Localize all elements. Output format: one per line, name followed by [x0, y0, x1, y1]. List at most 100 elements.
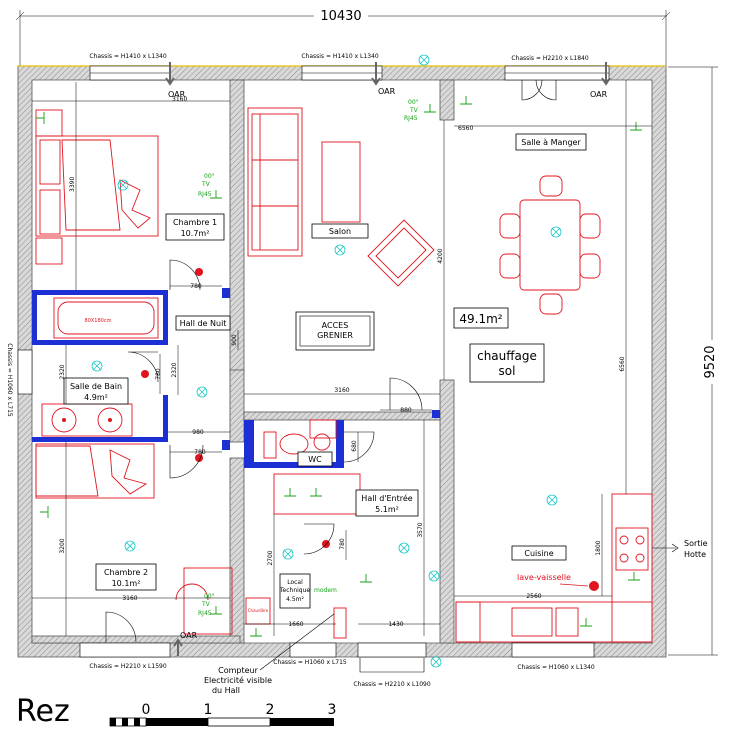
svg-text:780: 780: [339, 538, 346, 550]
svg-text:Local: Local: [287, 579, 303, 586]
svg-text:Salle de Bain: Salle de Bain: [70, 382, 122, 391]
window-bottom-left-label: Chassis = H2210 x L1590: [89, 663, 166, 670]
svg-text:780: 780: [190, 283, 202, 290]
svg-text:Cuisine: Cuisine: [524, 549, 553, 558]
svg-text:3200: 3200: [59, 538, 66, 553]
svg-text:RJ45: RJ45: [404, 115, 418, 122]
svg-text:sol: sol: [499, 364, 516, 378]
tv-outlet-salon: 00° TV RJ45: [404, 99, 419, 122]
wc-sink-basin: [313, 433, 331, 451]
dining-table: [499, 175, 601, 315]
light-points: [91, 54, 562, 668]
window-bottom-mid-label: Chassis = H1060 x L715: [273, 659, 347, 666]
door-entrance-label: Chassis = H2210 x L1090: [353, 681, 430, 688]
window-top-left[interactable]: Chassis = H1410 x L1340: [89, 53, 171, 81]
door-entrance[interactable]: Chassis = H2210 x L1090: [353, 642, 431, 688]
svg-text:10.1m²: 10.1m²: [112, 579, 141, 588]
attic-access: ACCES GRENIER: [295, 311, 375, 351]
hood-exit: Sortie Hotte: [652, 539, 708, 559]
svg-text:6560: 6560: [458, 125, 473, 132]
svg-text:Chambre 2: Chambre 2: [104, 568, 148, 577]
socket-marker: [195, 268, 203, 276]
floor-heating-label: chauffage sol: [469, 343, 545, 383]
window-top-right[interactable]: Chassis = H2210 x L1840: [504, 55, 610, 81]
svg-text:3160: 3160: [172, 96, 187, 103]
svg-text:5.1m²: 5.1m²: [375, 505, 399, 514]
wc-sink: [309, 419, 337, 439]
svg-text:2700: 2700: [267, 550, 274, 565]
overall-height-label: 9520: [703, 345, 718, 378]
room-cuisine: Cuisine: [511, 545, 567, 561]
svg-text:Compteur: Compteur: [218, 666, 258, 675]
room-salon: Salon: [311, 223, 369, 239]
svg-text:1800: 1800: [595, 540, 602, 555]
svg-text:2320: 2320: [59, 364, 66, 379]
kitchen-counter: [455, 493, 653, 643]
svg-text:Technique: Technique: [279, 587, 311, 594]
window-left[interactable]: Chassis = H1060 x L715: [6, 343, 33, 417]
oar-label: OAR: [180, 631, 198, 640]
svg-text:2560: 2560: [526, 593, 541, 600]
svg-text:3160: 3160: [122, 595, 137, 602]
svg-text:0: 0: [142, 702, 151, 718]
meter-annotation: Compteur Electricité visible du Hall: [204, 613, 335, 695]
svg-text:00°: 00°: [204, 173, 215, 180]
svg-text:TV: TV: [409, 107, 419, 114]
toilet: [279, 433, 309, 455]
svg-text:Sortie: Sortie: [684, 539, 708, 548]
svg-text:2320: 2320: [171, 362, 178, 377]
svg-text:Chambre 1: Chambre 1: [173, 218, 217, 227]
window-bottom-right-label: Chassis = H1060 x L1340: [517, 664, 594, 671]
window-bottom-right[interactable]: Chassis = H1060 x L1340: [511, 642, 595, 671]
tv-outlet-chambre-2: 00° TV RJ45: [198, 593, 215, 617]
svg-text:chauffage: chauffage: [477, 349, 537, 363]
room-chambre-2: Chambre 2 10.1m²: [95, 563, 157, 591]
living-area-label: 49.1m²: [453, 307, 509, 329]
svg-text:980: 980: [192, 429, 204, 436]
svg-text:4.5m²: 4.5m²: [286, 596, 304, 603]
nightstand: [35, 109, 63, 137]
arrow-icon: [601, 62, 611, 86]
window-top-mid[interactable]: Chassis = H1410 x L1340: [301, 53, 383, 81]
overall-height-dimension: 9520: [668, 66, 720, 656]
svg-text:3390: 3390: [69, 177, 76, 192]
svg-text:00°: 00°: [408, 99, 419, 106]
svg-text:RJ45: RJ45: [198, 610, 212, 617]
svg-text:3160: 3160: [334, 387, 349, 394]
room-chambre-1: Chambre 1 10.7m²: [165, 213, 225, 241]
room-salle-de-bain: Salle de Bain 4.9m²: [63, 377, 129, 405]
svg-text:1: 1: [204, 702, 213, 718]
svg-text:Hall de Nuit: Hall de Nuit: [180, 319, 227, 328]
double-sink: [41, 403, 133, 437]
svg-text:WC: WC: [308, 455, 322, 464]
window-bottom-mid[interactable]: Chassis = H1060 x L715: [273, 642, 347, 666]
svg-text:2: 2: [266, 702, 275, 718]
svg-text:Hotte: Hotte: [684, 550, 706, 559]
window-top-mid-label: Chassis = H1410 x L1340: [301, 53, 378, 60]
electric-meter: [333, 607, 347, 639]
tv-outlet-chambre-1: 00° TV RJ45: [198, 173, 215, 198]
svg-text:Salle à Manger: Salle à Manger: [521, 138, 581, 147]
door-swings: [105, 79, 557, 643]
svg-text:Electricité visible: Electricité visible: [204, 675, 272, 685]
window-bottom-left[interactable]: Chassis = H2210 x L1590: [79, 642, 171, 670]
arrow-icon: [173, 638, 183, 656]
socket-symbols: [36, 96, 642, 637]
svg-text:3570: 3570: [417, 522, 424, 537]
svg-text:3: 3: [328, 702, 337, 718]
svg-text:ACCES: ACCES: [322, 321, 349, 330]
svg-text:49.1m²: 49.1m²: [459, 312, 502, 326]
svg-text:880: 880: [400, 407, 412, 414]
room-local-technique: Local Technique 4.5m²: [279, 573, 311, 609]
scale-bar: 0 1 2 3: [109, 702, 337, 727]
svg-text:TV: TV: [201, 601, 211, 608]
svg-text:6560: 6560: [619, 356, 626, 371]
room-wc: WC: [297, 451, 333, 467]
socket-marker: [141, 370, 149, 378]
dishwasher-label: lave-vaisselle: [517, 573, 571, 582]
bathtub-label: 80X180cm: [85, 318, 112, 324]
oar-label: OAR: [168, 90, 186, 99]
cabinet: [273, 473, 361, 515]
oar-label: OAR: [378, 87, 396, 96]
